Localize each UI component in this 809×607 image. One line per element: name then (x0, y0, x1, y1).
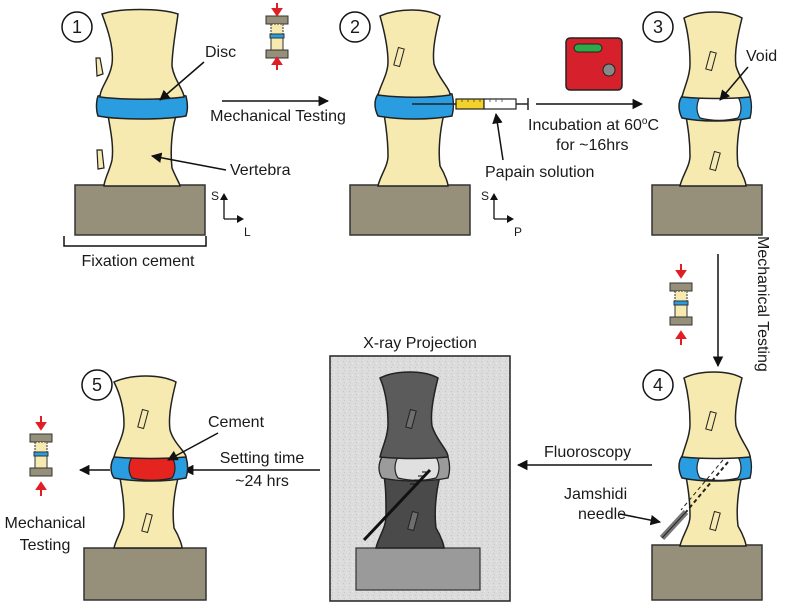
upper-vertebra (112, 375, 187, 460)
mechanical-testing-label-1: Mechanical Testing (210, 108, 346, 125)
fluoroscopy-label: Fluoroscopy (544, 444, 631, 461)
xray-panel: X-ray Projection (329, 335, 511, 602)
lower-vertebra (377, 108, 449, 187)
axis-2-s: S (481, 189, 489, 203)
mechanical-testing-5-line-1: Mechanical (5, 515, 86, 532)
step-3: 3 Void (642, 11, 777, 236)
fixation-base (651, 544, 763, 601)
lower-vertebra (679, 470, 747, 547)
setting-time-line-2: ~24 hrs (235, 473, 289, 490)
step-1-number: 1 (72, 17, 82, 37)
axis-2-p: P (514, 225, 522, 239)
incubation-line-1: Incubation at 60oC (528, 116, 659, 134)
step-4: 4 Jamshidi needle (564, 369, 763, 601)
papain-solution-label: Papain solution (485, 164, 594, 181)
fixation-base (83, 547, 207, 601)
fixation-cement-label: Fixation cement (82, 253, 195, 270)
jamshidi-label-2: needle (578, 506, 626, 523)
mechanical-testing-vertical: Mechanical Testing (754, 236, 771, 372)
side-tab (96, 149, 105, 170)
step-4-number: 4 (653, 375, 663, 395)
xray-title: X-ray Projection (363, 335, 477, 352)
step-2-number: 2 (350, 17, 360, 37)
xray-base (355, 547, 481, 591)
axis-1-s: S (211, 189, 219, 203)
fixation-base (74, 184, 206, 236)
step-2: 2 Papain solution S P (339, 9, 594, 239)
testing-icon-top (265, 3, 289, 70)
jamshidi-needle (659, 459, 729, 541)
setting-time-line-1: Setting time (220, 450, 305, 467)
step-3-number: 3 (653, 17, 663, 37)
fixation-bracket (63, 236, 207, 247)
step-5-number: 5 (92, 375, 102, 395)
step-1: 1 Disc Vertebra Fixation cement S L (61, 8, 291, 270)
testing-icon-right (669, 264, 693, 345)
disc-label: Disc (205, 44, 236, 61)
upper-vertebra (377, 9, 451, 98)
step-1-circle (61, 11, 93, 43)
step-5: 5 Cement (81, 369, 265, 601)
lower-vertebra (113, 472, 183, 549)
cement-label: Cement (208, 414, 265, 431)
syringe (412, 98, 529, 110)
incubation-line-2: for ~16hrs (556, 137, 628, 154)
void-label: Void (746, 48, 777, 65)
lower-vertebra (679, 110, 747, 187)
xray-needle (362, 468, 432, 542)
lower-vertebra (103, 109, 181, 187)
upper-vertebra (99, 8, 185, 100)
fixation-base (651, 184, 763, 236)
fixation-base (349, 184, 471, 236)
mechanical-testing-5-line-2: Testing (20, 537, 71, 554)
xray-lower-vertebra (375, 470, 445, 549)
axis-1-l: L (244, 225, 251, 239)
side-tab (95, 57, 104, 77)
jamshidi-label-1: Jamshidi (564, 486, 627, 503)
testing-icon-left (29, 416, 53, 496)
vertebra-label: Vertebra (230, 162, 291, 179)
incubator (565, 37, 623, 91)
